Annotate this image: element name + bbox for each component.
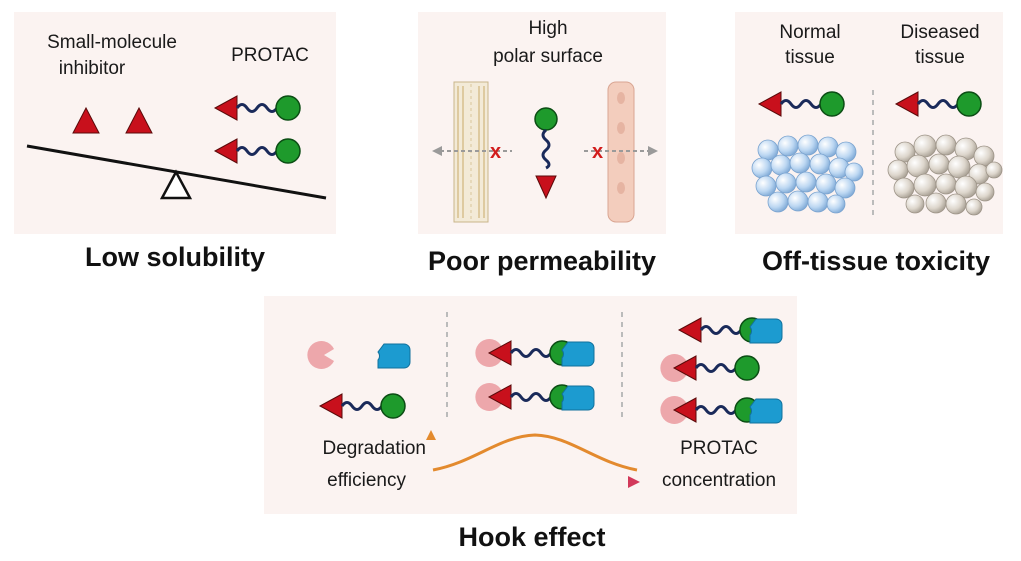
inhibitor-triangle-1 — [72, 106, 100, 134]
high-label: High — [528, 18, 568, 39]
poor-permeability-title: Poor permeability — [427, 246, 657, 276]
small-molecule-label-line1: Small-molecule — [47, 32, 177, 53]
svg-text:x: x — [490, 141, 501, 163]
protac-diseased-tissue — [894, 90, 983, 118]
protac-concentration-label-line1: PROTAC — [680, 438, 758, 459]
hook-effect-title: Hook effect — [458, 522, 606, 552]
x-axis-arrowhead — [628, 476, 640, 488]
ternary-complex-2 — [475, 383, 595, 411]
protac-concentration-label-line2: concentration — [661, 470, 777, 491]
seesaw-fulcrum — [159, 169, 193, 200]
ternary-complex-1 — [475, 339, 595, 367]
normal-tissue-cells — [751, 134, 864, 214]
e3-ligase-free — [377, 343, 411, 369]
degradation-bell-curve — [432, 433, 638, 472]
normal-tissue-label-line2: tissue — [785, 47, 835, 68]
binary-complex-e3-2 — [660, 396, 783, 424]
protac-molecule-1 — [213, 94, 302, 122]
diseased-tissue-label-line2: tissue — [915, 47, 965, 68]
diseased-tissue-cells — [887, 134, 1003, 216]
protac-molecule-2 — [213, 137, 302, 165]
protac-vertical — [534, 107, 558, 200]
diseased-tissue-label-line1: Diseased — [900, 22, 980, 43]
binary-complex-target — [660, 354, 761, 382]
low-solubility-title: Low solubility — [85, 242, 265, 272]
normal-tissue-label-line1: Normal — [779, 22, 841, 43]
small-molecule-label-line2: inhibitor — [58, 58, 126, 79]
protac-label: PROTAC — [231, 45, 309, 66]
efficiency-label-line2: efficiency — [327, 470, 406, 491]
target-protein-free — [307, 341, 334, 369]
svg-text:x: x — [592, 141, 603, 163]
polar-surface-label: polar surface — [493, 46, 603, 67]
degradation-label-line1: Degradation — [322, 438, 426, 459]
protac-free — [318, 392, 407, 420]
binary-complex-e3-1 — [677, 316, 783, 344]
protac-normal-tissue — [757, 90, 846, 118]
inhibitor-triangle-2 — [125, 106, 153, 134]
off-tissue-toxicity-title: Off-tissue toxicity — [761, 246, 991, 276]
blocked-arrow-left: x — [432, 141, 512, 163]
blocked-arrow-right: x — [584, 141, 658, 163]
y-axis-arrowhead — [426, 430, 436, 440]
